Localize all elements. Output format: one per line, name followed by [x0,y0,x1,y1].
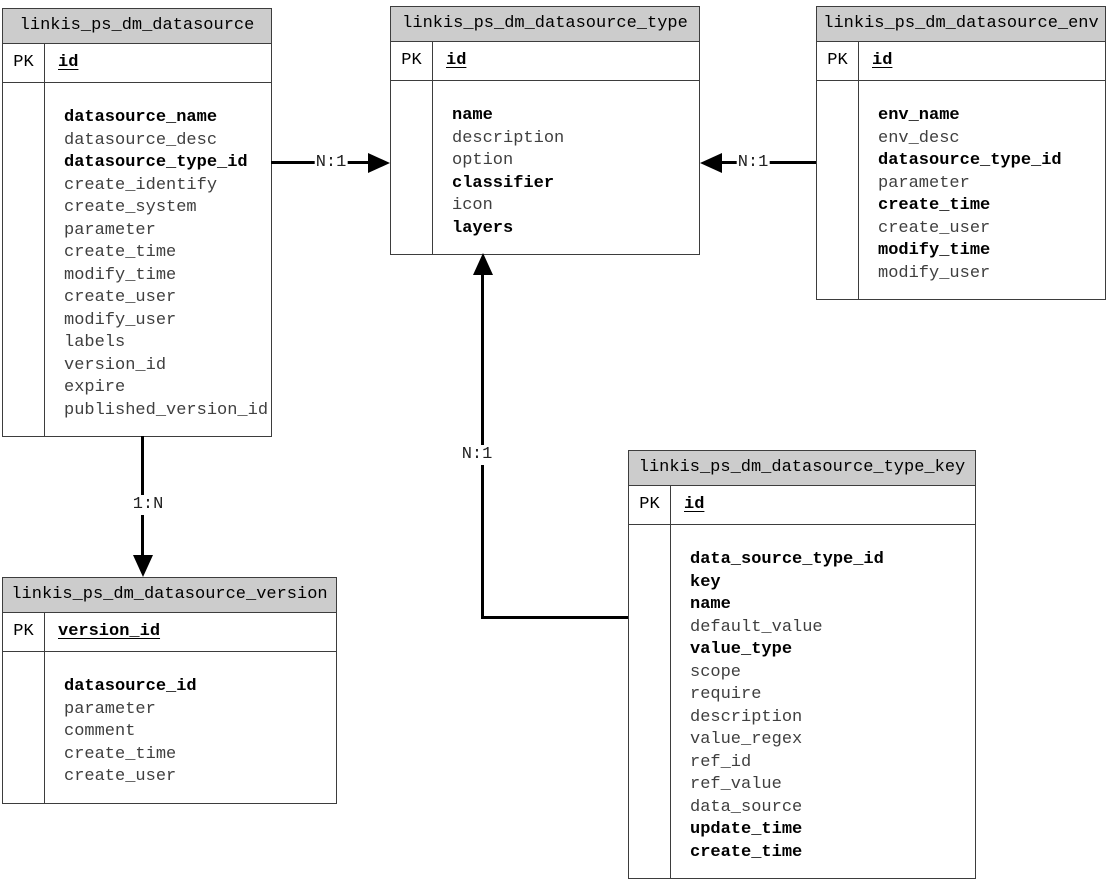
pk-key-label: PK [3,613,45,651]
field-row: datasource_desc [64,130,218,150]
arrowhead-up-icon [473,253,493,275]
field-row: comment [64,722,136,741]
pk-field-name: id [58,53,79,72]
fields-section: datasource_id parameter comment create_time… [3,652,336,803]
field-row: key [690,572,721,592]
relationship-label: N:1 [314,153,348,173]
fields-section: datasource_name datasource_desc datasource… [3,83,271,436]
field-row: update_time [690,820,803,839]
field-row: option [452,151,514,170]
field-row: parameter [878,173,970,193]
field-row: env_name [878,106,960,125]
field-row: name [690,595,731,614]
fields-list: datasource_name datasource_desc datasource… [45,83,272,436]
fields-list: datasource_id parameter comment create_time… [45,652,336,803]
table-datasource-type: linkis_ps_dm_datasource_type PK id name d… [390,6,700,255]
table-title: linkis_ps_dm_datasource [3,9,271,44]
field-row: datasource_id [64,677,197,696]
field-row: icon [452,196,493,215]
field-row: value_regex [690,730,803,749]
relationship-label: N:1 [460,445,494,465]
field-row: version_id [64,355,167,375]
relationship-label: N:1 [736,153,770,173]
field-row: scope [690,662,742,682]
fields-gutter [817,81,859,299]
pk-key-label: PK [817,42,859,80]
field-row: default_value [690,617,823,637]
fields-gutter [3,652,45,803]
field-row: layers [452,218,514,238]
table-title: linkis_ps_dm_datasource_type_key [629,451,975,486]
pk-key-label: PK [3,44,45,82]
field-row: published_version_id [64,400,269,420]
fields-section: name description option classifier icon layer… [391,81,699,254]
table-title: linkis_ps_dm_datasource_env [817,7,1105,42]
pk-key-label: PK [629,486,671,524]
field-row: description [452,128,565,148]
fields-gutter [391,81,433,254]
field-row: data_source_type_id [690,550,884,569]
field-row: datasource_type_id [878,151,1062,170]
pk-row: PK id [391,42,699,81]
field-row: ref_id [690,752,752,772]
field-row: create_user [878,218,991,238]
field-row: labels [64,333,126,352]
field-row: modify_time [878,241,991,260]
pk-row: PK id [3,44,271,83]
table-title: linkis_ps_dm_datasource_type [391,7,699,42]
field-row: create_time [690,842,803,862]
field-row: require [690,685,762,704]
field-row: classifier [452,173,555,193]
fields-gutter [3,83,45,436]
pk-row: PK id [629,486,975,525]
field-row: datasource_type_id [64,153,248,172]
table-datasource-type-key: linkis_ps_dm_datasource_type_key PK id d… [628,450,976,879]
fields-gutter [629,525,671,878]
pk-row: PK id [817,42,1105,81]
field-row: env_desc [878,128,960,148]
table-title: linkis_ps_dm_datasource_version [3,578,336,613]
table-datasource: linkis_ps_dm_datasource PK id datasource… [2,8,272,437]
field-row: parameter [64,220,156,240]
field-row: modify_time [64,265,177,285]
field-row: create_system [64,198,197,217]
field-row: parameter [64,699,156,719]
field-row: expire [64,378,126,397]
pk-field-name: id [684,495,705,514]
field-row: name [452,106,493,125]
arrowhead-down-icon [133,555,153,577]
field-row: ref_value [690,775,782,794]
arrowhead-right-icon [368,153,390,173]
arrowhead-left-icon [700,153,722,173]
field-row: create_user [64,288,177,307]
pk-field-name: id [446,51,467,70]
pk-field-name: id [872,51,893,70]
field-row: create_time [64,744,177,764]
field-row: data_source [690,797,803,817]
pk-key-label: PK [391,42,433,80]
relationship-label: 1:N [131,495,165,515]
field-row: modify_user [878,263,991,283]
field-row: datasource_name [64,108,218,127]
field-row: create_identify [64,175,218,195]
pk-row: PK version_id [3,613,336,652]
field-row: modify_user [64,310,177,330]
pk-field-name: version_id [58,622,161,641]
table-datasource-env: linkis_ps_dm_datasource_env PK id env_na… [816,6,1106,300]
field-row: create_time [64,243,177,262]
table-datasource-version: linkis_ps_dm_datasource_version PK versi… [2,577,337,804]
relationship-line [481,616,628,619]
field-row: value_type [690,640,793,659]
field-row: create_time [878,196,991,215]
fields-list: name description option classifier icon layer… [433,81,699,254]
field-row: create_user [64,767,177,786]
field-row: description [690,707,803,727]
